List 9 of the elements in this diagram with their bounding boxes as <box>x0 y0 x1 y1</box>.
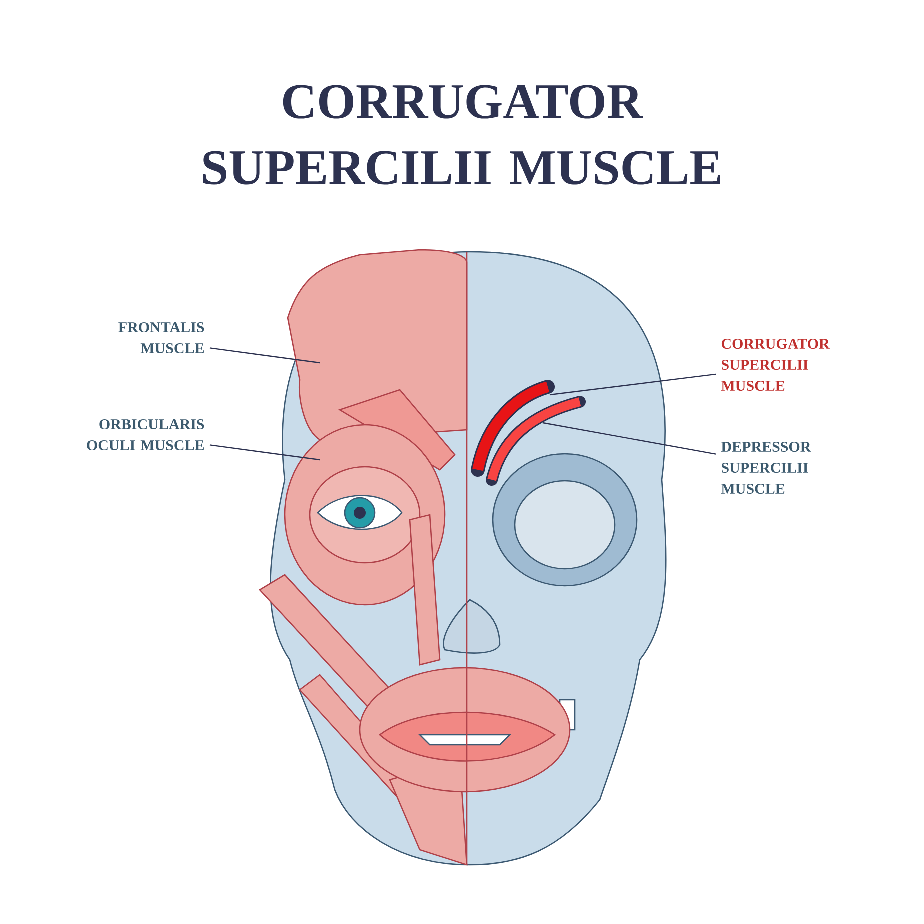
muscle-label: FRONTALIS MUSCLE <box>118 322 204 354</box>
leader-line <box>210 348 320 364</box>
leader-line <box>542 422 716 455</box>
leader-line <box>210 444 320 461</box>
muscle-label: DEPRESSOR SUPERCILII MUSCLE <box>721 442 812 494</box>
leader-line <box>550 374 716 396</box>
muscle-label: CORRUGATOR SUPERCILII MUSCLE <box>721 338 830 392</box>
muscle-label: ORBICULARIS OCULI MUSCLE <box>87 419 204 451</box>
title: CORRUGATOR SUPERCILII MUSCLE <box>204 85 721 185</box>
